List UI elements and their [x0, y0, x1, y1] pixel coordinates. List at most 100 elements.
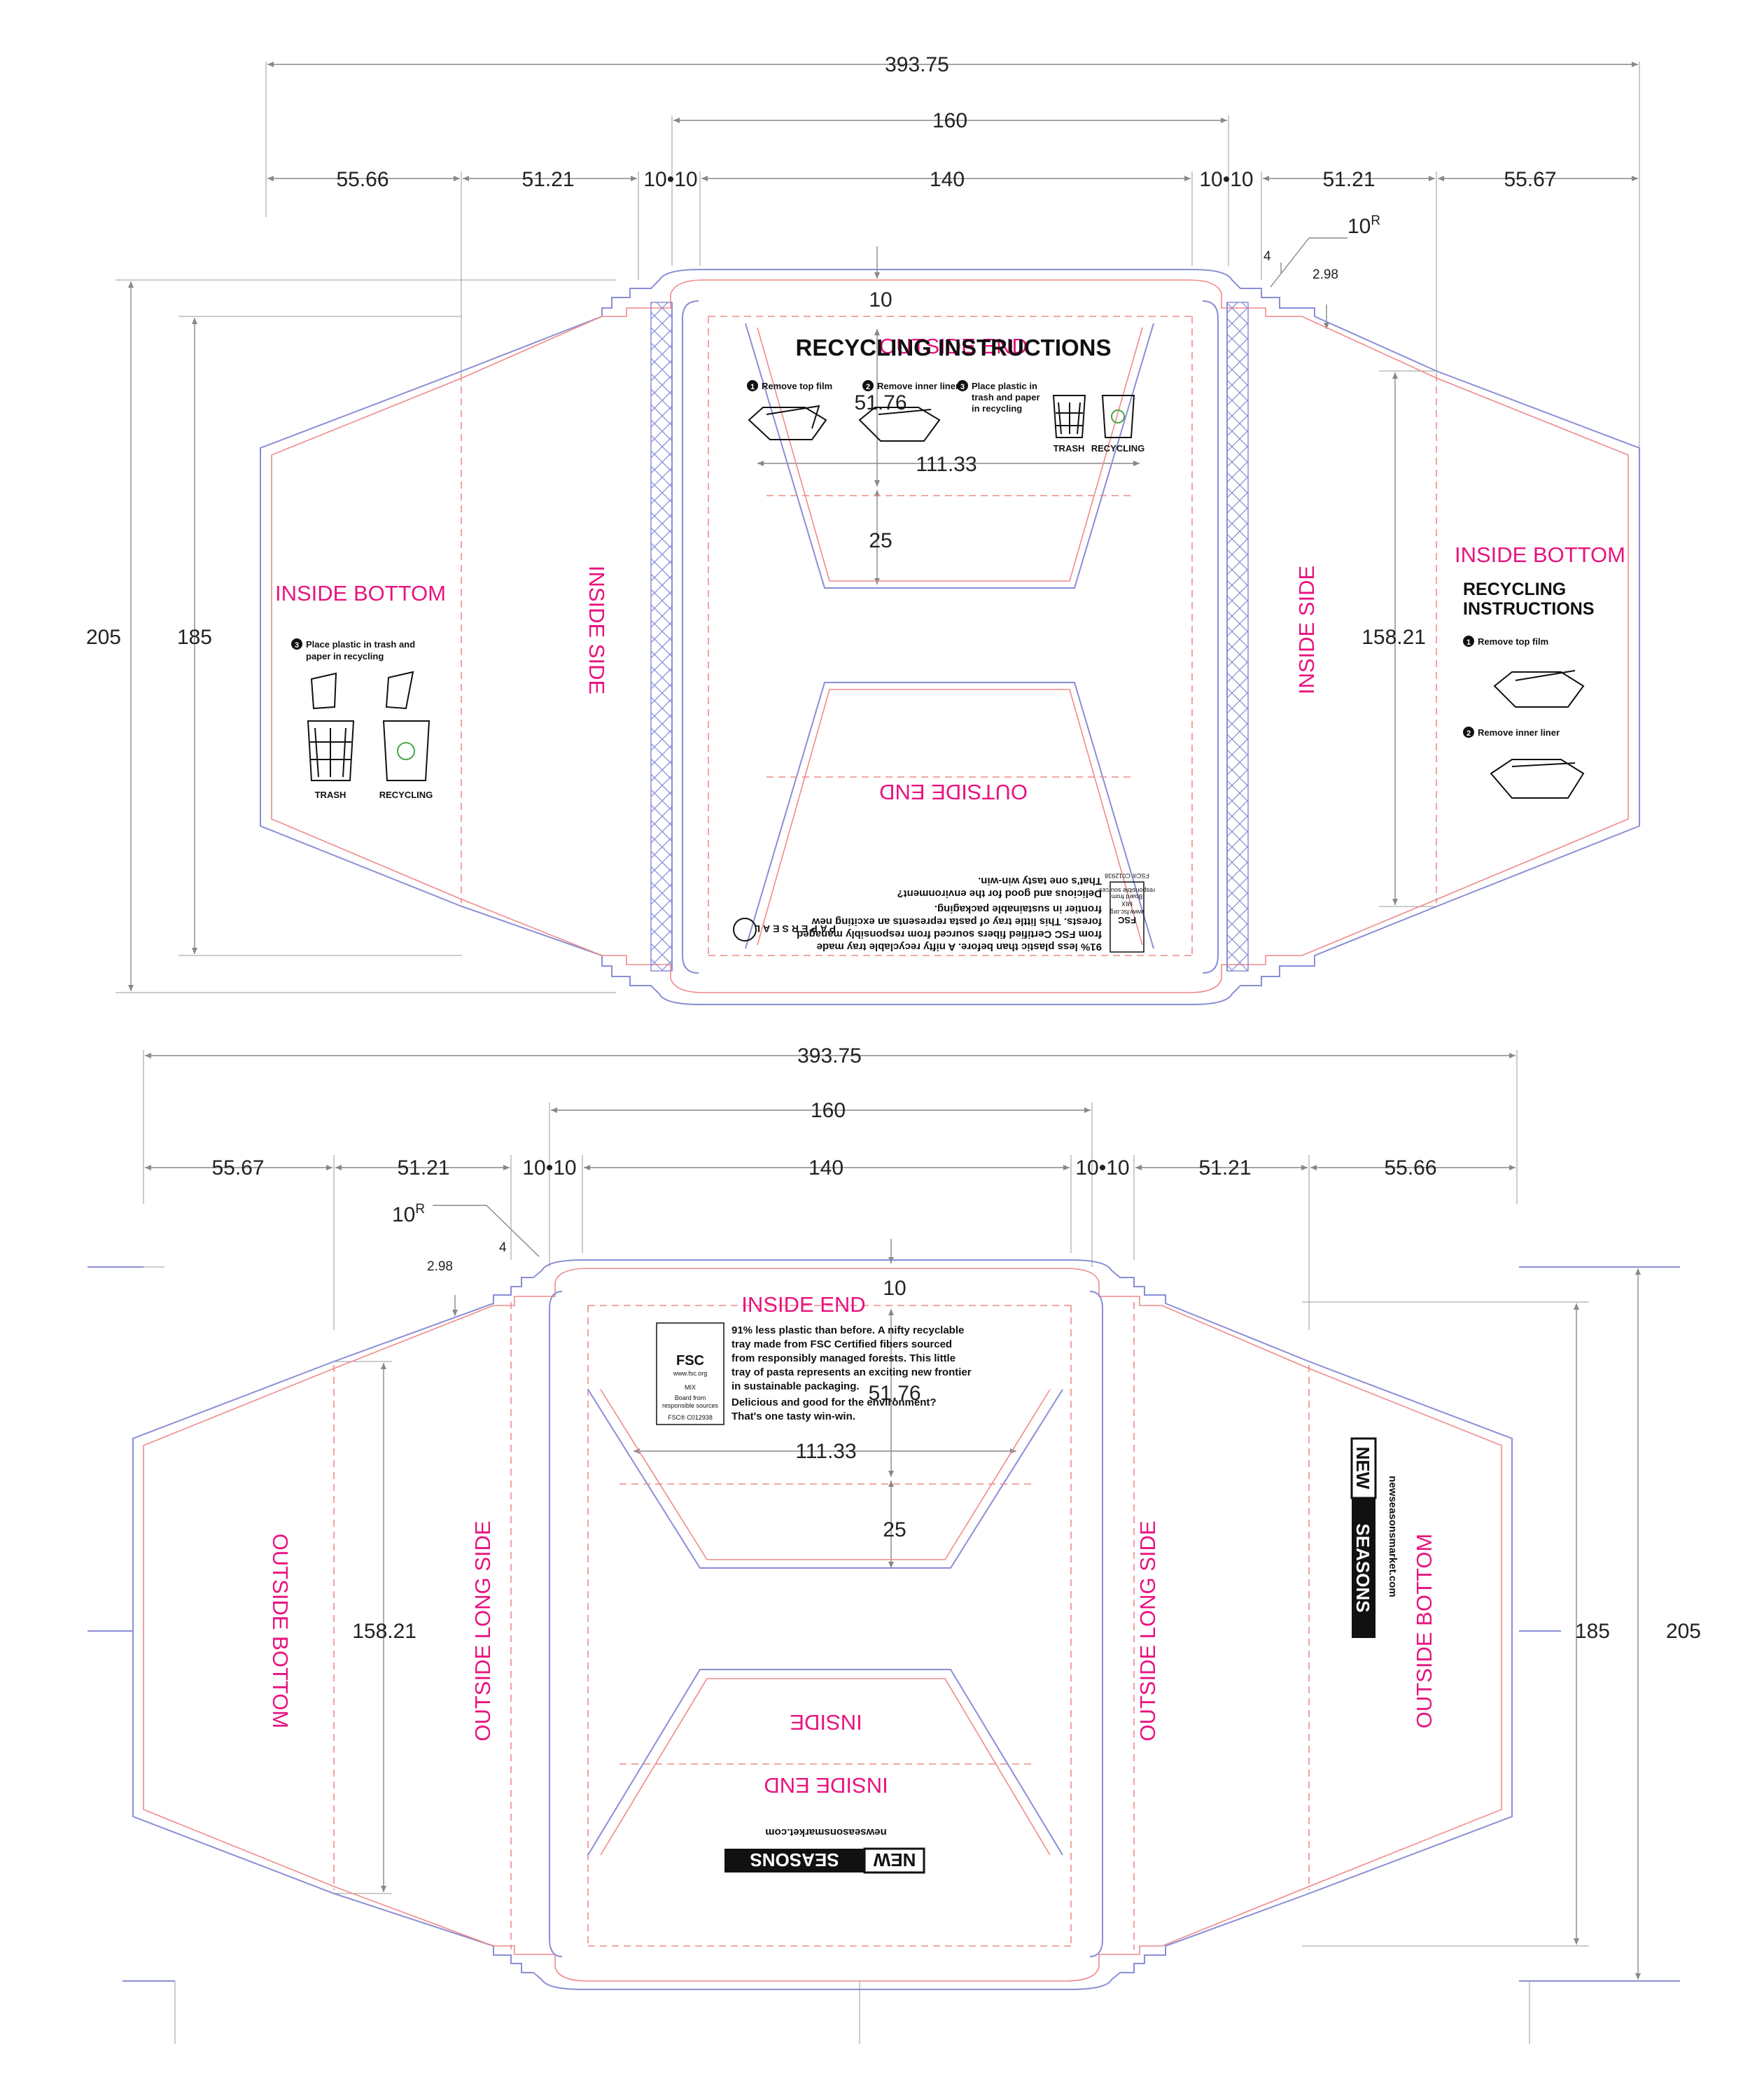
tray-film-right-icon	[1493, 670, 1585, 708]
step-2-right-label: Remove inner liner	[1478, 727, 1560, 738]
step-num-2-right: 2	[1466, 729, 1471, 738]
brand-logo-inside-end: NEW SEASONS newseasonsmarket.com	[724, 1826, 925, 1874]
bottom-copy-line1: 91% less plastic than before. A nifty re…	[732, 1324, 964, 1336]
fsc-mix-bottom: MIX	[685, 1384, 696, 1391]
end-cutout-top-a	[745, 323, 1154, 589]
dim-flap-height: 158.21	[1362, 626, 1426, 649]
end-cutout-bottom-a	[745, 682, 1154, 949]
fsc-mark-bottom: FSC	[676, 1353, 704, 1368]
recycling-label-left: RECYCLING	[379, 790, 433, 800]
brand-new-right: NEW	[1352, 1447, 1373, 1490]
label-inside-side-left: INSIDE SIDE	[584, 566, 609, 694]
fsc-site-top: www.fsc.org	[1110, 909, 1145, 916]
step-3-alt-line2: paper in recycling	[306, 651, 384, 662]
fsc-logo-bottom	[656, 1322, 724, 1425]
dim-inner-width: 140	[930, 168, 965, 191]
dim-right-side: 51.21	[1322, 168, 1375, 191]
step-1-right-label: Remove top film	[1478, 636, 1548, 647]
dim-b-flap-height: 158.21	[352, 1620, 416, 1643]
dim-left-side: 51.21	[522, 168, 574, 191]
tray-liner-icon	[858, 407, 941, 442]
recycling-title: RECYCLING INSTRUCTIONS	[795, 335, 1111, 360]
label-outside-bottom-right: OUTSIDE BOTTOM	[1412, 1534, 1436, 1728]
dim-b-left-glue: 10•10	[522, 1156, 576, 1180]
brand-url-right: newseasonsmarket.com	[1387, 1476, 1399, 1597]
end-cutout-b-bottom-a	[587, 1669, 1063, 1856]
fsc-code-bottom: FSC® C012938	[668, 1414, 713, 1421]
tray-liner-right-icon	[1490, 759, 1585, 799]
end-cutout-b-top-b	[600, 1389, 1051, 1560]
dim-b-height-outer: 205	[1666, 1620, 1701, 1643]
dim-b-panel-width: 160	[811, 1099, 846, 1122]
trash-bin-left-icon	[307, 720, 355, 781]
step-1-label: Remove top film	[762, 381, 832, 391]
glue-notch-b-right	[1089, 1291, 1103, 1957]
paper-liner-icon	[385, 671, 414, 710]
plastic-film-icon	[310, 672, 337, 710]
brand-seasons-box	[724, 1849, 864, 1872]
end-cutout-b-top-a	[587, 1389, 1063, 1569]
bottom-copy-line4: tray of pasta represents an exciting new…	[732, 1366, 972, 1378]
dim-left-glue: 10•10	[643, 168, 697, 191]
dim-b-radius: 10R	[392, 1202, 425, 1226]
dim-overall-width: 393.75	[885, 53, 949, 76]
label-inside: INSIDE	[790, 1710, 862, 1735]
end-cutout-bottom-b	[757, 689, 1143, 946]
glue-notch-left-top	[671, 300, 699, 974]
glue-strip-left-top	[650, 302, 673, 972]
label-inside-end-bottom: INSIDE END	[764, 1773, 888, 1798]
step-num-2: 2	[866, 383, 870, 391]
fsc-board2-top: responsible sources	[1098, 887, 1155, 894]
dimension-text-bottom: 393.75 160 55.67 51.21 10•10 140 10•10 5…	[211, 1044, 1701, 1643]
dim-height-inner: 185	[177, 626, 212, 649]
top-copy-line6: That's one tasty win-win.	[978, 875, 1102, 887]
recycle-symbol-icon	[1111, 410, 1125, 424]
trash-label-left: TRASH	[315, 790, 346, 800]
dim-b-right-glue: 10•10	[1075, 1156, 1129, 1180]
label-outside-end-top: OUTSIDE END	[879, 334, 1028, 358]
end-cutout-b-bottom-b	[600, 1678, 1051, 1856]
dim-b-end-inset: 25	[883, 1518, 906, 1541]
top-copy-line5: Delicious and good for the environment?	[897, 888, 1102, 899]
step-num-1: 1	[750, 383, 755, 391]
dim-b-notch: 4	[499, 1240, 507, 1255]
end-cutout-top-b	[757, 327, 1143, 582]
recycling-label: RECYCLING	[1091, 443, 1145, 454]
trash-bin-icon	[1052, 395, 1086, 438]
recycle-symbol-left-icon	[397, 742, 415, 760]
outer-cut-line-bottom	[132, 1259, 1513, 1990]
bottom-copy-line7: That's one tasty win-win.	[732, 1410, 855, 1422]
step-num-1-right: 1	[1466, 638, 1471, 647]
brand-logo-right-flap: NEW SEASONS newseasonsmarket.com	[1350, 1437, 1399, 1638]
paperseal-mark: PAPERSEAL	[751, 923, 836, 934]
step-num-3-left: 3	[295, 641, 299, 650]
dim-offset: 2.98	[1312, 267, 1338, 282]
step-num-3: 3	[960, 383, 965, 391]
brand-seasons-box-right	[1352, 1498, 1376, 1638]
bottom-copy-line5: in sustainable packaging.	[732, 1380, 860, 1392]
fsc-board1-top: Board from	[1112, 893, 1143, 900]
top-copy-line3: forests. This little tray of pasta repre…	[811, 916, 1102, 927]
label-outside-long-side-right: OUTSIDE LONG SIDE	[1135, 1520, 1160, 1741]
outside-end-copy-top: 91% less plastic than before. A nifty re…	[733, 872, 1155, 953]
recycling-title-line2: INSTRUCTIONS	[1463, 599, 1595, 619]
glue-strip-right-top	[1226, 302, 1249, 972]
dim-b-end-depth: 51.76	[868, 1382, 920, 1405]
top-copy-line4: frontier in sustainable packaging.	[934, 903, 1102, 915]
dim-right-glue: 10•10	[1199, 168, 1253, 191]
dim-end-top: 10	[869, 288, 892, 312]
dim-b-offset: 2.98	[427, 1259, 453, 1274]
extension-lines-bottom	[88, 1050, 1680, 2044]
step-2-label: Remove inner liner	[877, 381, 959, 391]
tray-film-icon	[748, 405, 827, 440]
dimension-text-top: 393.75 160 55.66 51.21 10•10 140 10•10 5…	[86, 53, 1557, 649]
fsc-board2-bottom: responsible sources	[662, 1402, 719, 1409]
dim-b-end-width: 111.33	[795, 1440, 856, 1463]
fsc-site-bottom: www.fsc.org	[673, 1370, 708, 1377]
dim-end-depth: 51.76	[854, 391, 906, 414]
bottom-copy-line2: tray made from FSC Certified fibers sour…	[732, 1338, 952, 1350]
fsc-mix-top: MIX	[1121, 900, 1133, 907]
top-copy-line1: 91% less plastic than before. A nifty re…	[817, 941, 1102, 953]
label-inside-end-top: INSIDE END	[741, 1292, 865, 1317]
